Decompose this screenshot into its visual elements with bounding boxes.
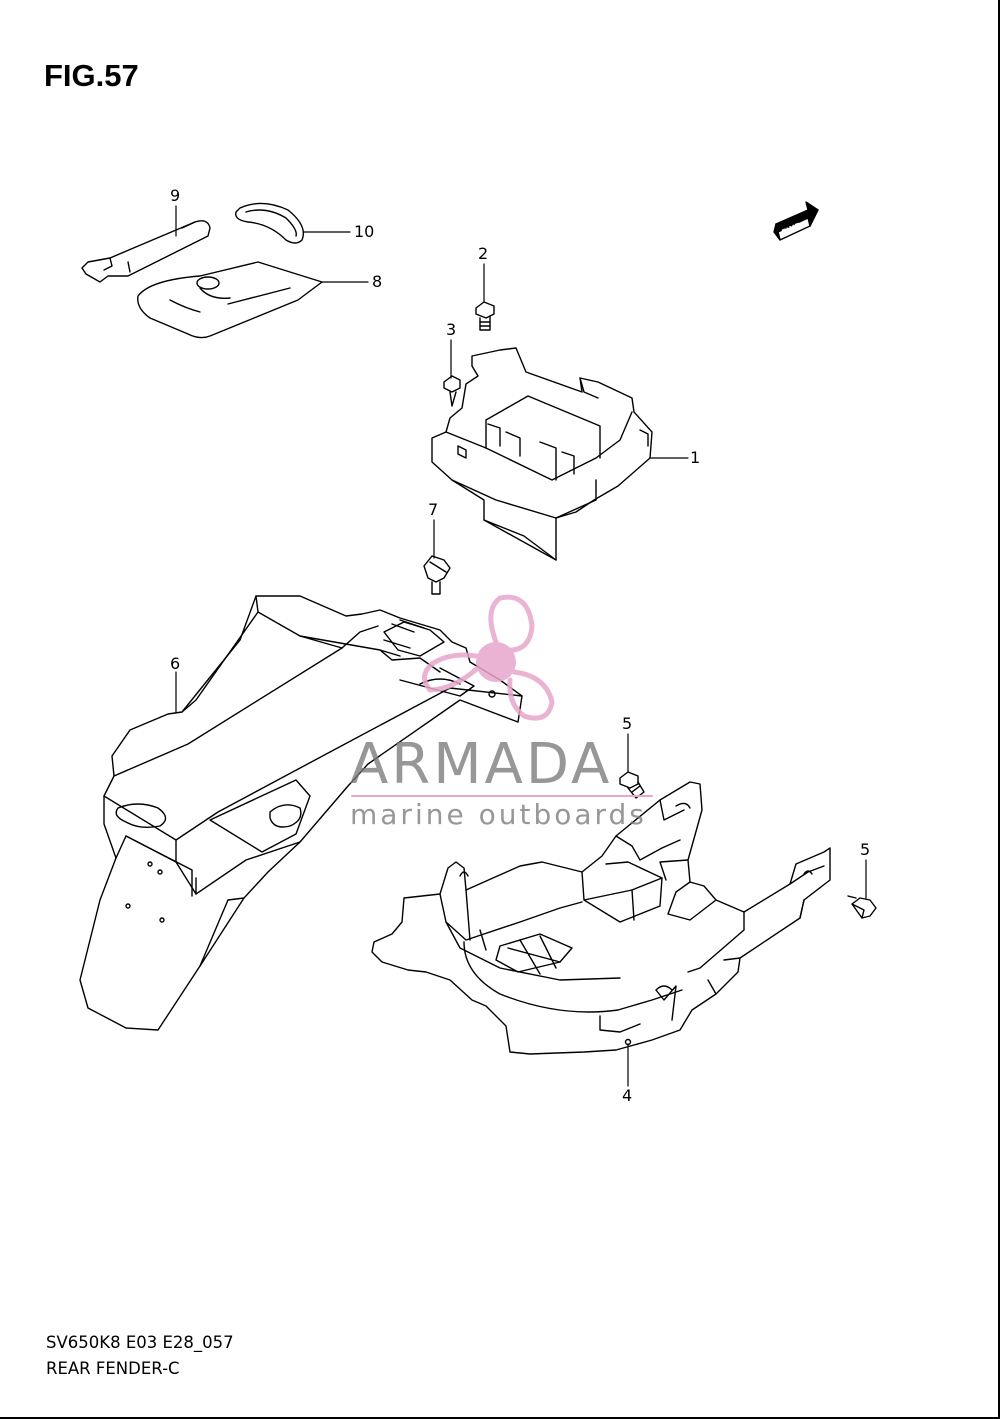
watermark-brand: ARMADA [350, 732, 613, 797]
callout-1: 1 [690, 448, 701, 467]
part-2-bolt [475, 301, 495, 331]
part-9-tool-hook [81, 220, 211, 283]
callout-4: 4 [622, 1086, 633, 1105]
leader-lines [175, 205, 867, 1087]
part-8-tool-bag [137, 261, 323, 339]
part-3-screw [443, 375, 461, 407]
callout-8: 8 [372, 272, 383, 291]
part-7-clip [423, 555, 451, 595]
part-1-battery-tray [431, 347, 653, 561]
figure-title: FIG.57 [44, 58, 139, 93]
part-5-bolt-right [847, 895, 877, 919]
part-6-rear-fender [79, 595, 523, 1031]
callout-6: 6 [170, 654, 181, 673]
figure-name: REAR FENDER-C [46, 1359, 180, 1378]
callout-7: 7 [428, 500, 439, 519]
callout-10: 10 [354, 222, 375, 241]
armada-logo-icon [422, 594, 555, 721]
callout-3: 3 [446, 320, 457, 339]
part-5-bolt-upper [619, 771, 645, 799]
fwd-arrow-icon: FWD [773, 201, 819, 241]
part-10-band [235, 202, 305, 244]
callout-9: 9 [170, 186, 181, 205]
callout-2: 2 [478, 244, 489, 263]
watermark-tagline: marine outboards [350, 798, 647, 831]
callout-5-upper: 5 [622, 714, 633, 733]
part-4-undertray [371, 781, 831, 1055]
figure-code: SV650K8 E03 E28_057 [46, 1333, 234, 1352]
callout-5-right: 5 [860, 840, 871, 859]
